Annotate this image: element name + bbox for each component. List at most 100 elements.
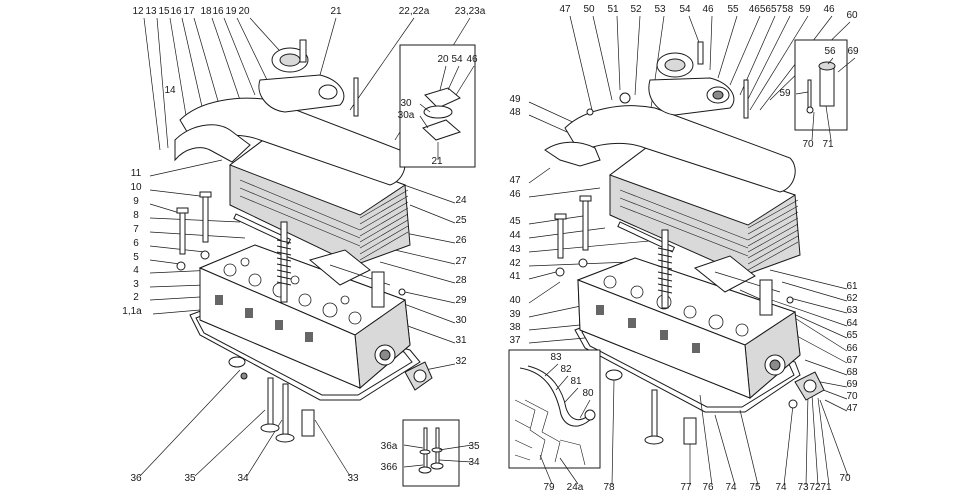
- cylinder-head-left: [198, 244, 411, 390]
- part-label: 54: [679, 4, 691, 15]
- part-label: 59: [779, 88, 791, 99]
- inset-valve-detail-left: [402, 419, 473, 487]
- part-label: 47: [559, 4, 571, 15]
- rocker-assembly-left: [276, 221, 406, 308]
- part-label: 31: [455, 335, 467, 346]
- part-label: 69: [846, 379, 858, 390]
- part-label: 33: [347, 473, 359, 484]
- thermostat-housing-left: [404, 361, 433, 391]
- part-label: 53: [654, 4, 666, 15]
- part-label: 40: [509, 295, 521, 306]
- left-leader-lines: [139, 17, 471, 477]
- part-label: 81: [570, 376, 582, 387]
- part-label: 11: [131, 168, 142, 179]
- part-label: 5: [133, 252, 139, 263]
- part-label: 38: [509, 322, 521, 333]
- part-label: 21: [431, 156, 443, 167]
- manifold-left: [174, 39, 406, 186]
- part-label: 6: [133, 238, 139, 249]
- part-label: 22,22a: [399, 6, 430, 17]
- right-diagram: [508, 15, 856, 486]
- part-label: 63: [846, 305, 858, 316]
- part-label: 12: [132, 6, 144, 17]
- part-label: 35: [468, 441, 480, 452]
- part-label: 20: [437, 54, 449, 65]
- part-label: 46: [823, 4, 835, 15]
- part-label: 10: [130, 182, 142, 193]
- part-label: 46: [509, 189, 521, 200]
- part-label: 25: [455, 215, 467, 226]
- part-label: 62: [846, 293, 858, 304]
- left-diagram: [139, 17, 476, 487]
- part-label: 80: [582, 388, 594, 399]
- part-label: 28: [455, 275, 467, 286]
- part-label: 20: [238, 6, 250, 17]
- part-label: 75: [749, 482, 761, 493]
- part-label: 55: [727, 4, 739, 15]
- part-label: 64: [846, 318, 858, 329]
- part-label: 76: [702, 482, 714, 493]
- part-label: 44: [509, 230, 521, 241]
- part-label: 16: [170, 6, 182, 17]
- part-label: 18: [200, 6, 212, 17]
- inset-hose-detail-right: [508, 349, 601, 485]
- part-label: 27: [455, 256, 467, 267]
- part-label: 35: [184, 473, 196, 484]
- part-label: 1,1a: [122, 306, 142, 317]
- part-label: 39: [509, 309, 521, 320]
- part-label: 24: [455, 195, 467, 206]
- part-label: 70: [802, 139, 814, 150]
- part-label: 47: [846, 403, 858, 414]
- part-label: 3: [133, 279, 139, 290]
- part-label: 73: [797, 482, 809, 493]
- part-label: 34: [468, 457, 480, 468]
- part-label: 36: [130, 473, 142, 484]
- part-label: 21: [330, 6, 342, 17]
- part-label: 51: [607, 4, 619, 15]
- part-label: 30: [400, 98, 412, 109]
- part-label: 61: [846, 281, 858, 292]
- part-label: 41: [509, 271, 521, 282]
- part-label: 82: [560, 364, 572, 375]
- part-label: 56: [824, 46, 836, 57]
- part-label: 34: [237, 473, 249, 484]
- manifold-right: [544, 41, 796, 193]
- rocker-assembly-right: [657, 229, 794, 316]
- part-label: 69: [847, 46, 859, 57]
- part-label: 32: [455, 356, 467, 367]
- part-label: 366: [381, 462, 398, 473]
- part-label: 30: [455, 315, 467, 326]
- part-label: 9: [133, 196, 139, 207]
- part-label: 43: [509, 244, 521, 255]
- part-label: 71: [820, 482, 832, 493]
- part-label: 79: [543, 482, 555, 493]
- part-label: 71: [822, 139, 834, 150]
- part-label: 46565758: [749, 4, 794, 15]
- part-label: 8: [133, 210, 139, 221]
- part-label: 46: [702, 4, 714, 15]
- part-label: 37: [509, 335, 521, 346]
- part-label: 30a: [398, 110, 415, 121]
- inset-cover-detail-left: [399, 44, 476, 168]
- part-label: 24a: [567, 482, 584, 493]
- part-label: 26: [455, 235, 467, 246]
- part-label: 78: [603, 482, 615, 493]
- part-label: 47: [509, 175, 521, 186]
- part-label: 42: [509, 258, 521, 269]
- part-label: 54: [451, 54, 463, 65]
- part-label: 48: [509, 107, 521, 118]
- inset-sender-detail-right: [794, 39, 856, 141]
- part-label: 67: [846, 355, 858, 366]
- rocker-cover-left: [228, 134, 411, 266]
- cylinder-head-right: [576, 257, 801, 400]
- part-label: 70: [846, 391, 858, 402]
- part-label: 52: [630, 4, 642, 15]
- valves-left: [228, 356, 315, 443]
- part-label: 65: [846, 330, 858, 341]
- part-label: 68: [846, 367, 858, 378]
- part-label: 46: [466, 54, 478, 65]
- part-label: 49: [509, 94, 521, 105]
- part-label: 19: [225, 6, 237, 17]
